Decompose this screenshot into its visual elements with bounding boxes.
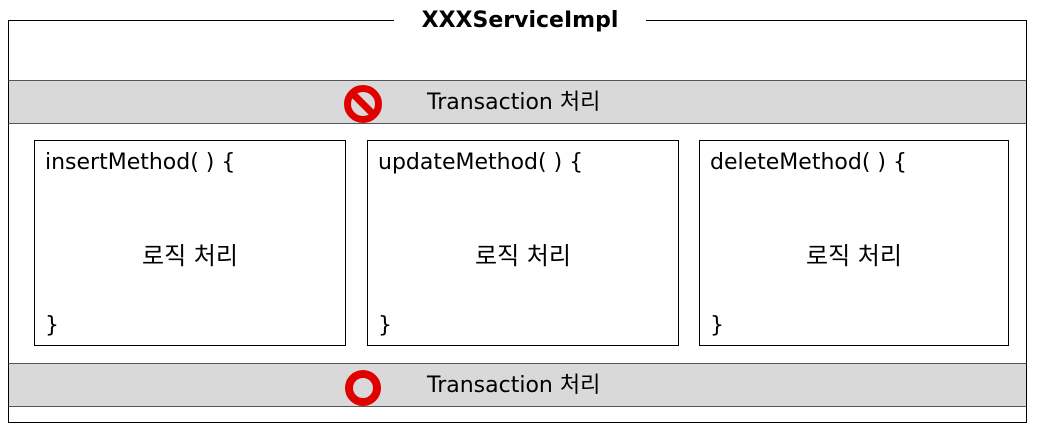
prohibited-icon	[344, 85, 382, 123]
title-wrapper: XXXServiceImpl	[0, 6, 1040, 36]
transaction-band-bottom: Transaction 처리	[8, 363, 1027, 407]
circle-ok-icon	[345, 370, 381, 406]
transaction-band-top: Transaction 처리	[8, 80, 1027, 124]
transaction-label-top: Transaction 처리	[427, 90, 601, 115]
method-close-brace: }	[45, 313, 59, 338]
insert-method-box: insertMethod( ) { 로직 처리 }	[34, 140, 346, 346]
method-close-brace: }	[710, 313, 724, 338]
method-signature: deleteMethod( ) {	[710, 150, 907, 175]
method-close-brace: }	[378, 313, 392, 338]
transaction-label-bottom: Transaction 처리	[427, 373, 601, 398]
method-logic: 로직 처리	[806, 242, 902, 270]
method-signature: insertMethod( ) {	[45, 150, 236, 175]
update-method-box: updateMethod( ) { 로직 처리 }	[367, 140, 679, 346]
method-logic: 로직 처리	[142, 242, 238, 270]
method-signature: updateMethod( ) {	[378, 150, 584, 175]
diagram-title: XXXServiceImpl	[393, 6, 647, 36]
method-logic: 로직 처리	[475, 242, 571, 270]
delete-method-box: deleteMethod( ) { 로직 처리 }	[699, 140, 1009, 346]
